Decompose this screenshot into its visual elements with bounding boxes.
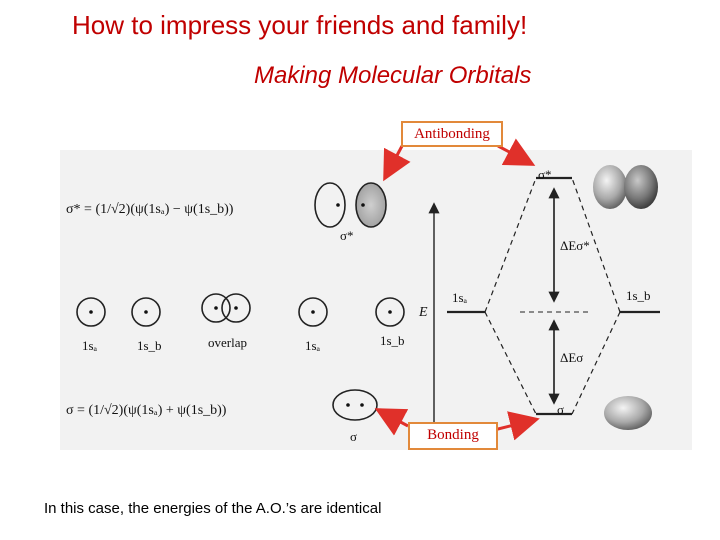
bonding-tag: Bonding <box>408 422 498 450</box>
antibonding-tag: Antibonding <box>401 121 503 147</box>
antibonding-arrow-right <box>497 138 536 166</box>
slide-title: How to impress your friends and family! <box>72 10 528 40</box>
diagram-1sa-label: 1sₐ <box>452 290 468 305</box>
atomic-orbitals-right <box>298 297 405 327</box>
sigma-star-orbital-label: σ* <box>340 228 354 243</box>
bonding-arrow-left <box>374 408 409 436</box>
ao-label-1sa: 1sₐ <box>82 338 98 353</box>
sigma-star-orbital <box>314 182 387 228</box>
slide-subtitle: Making Molecular Orbitals <box>254 62 532 89</box>
delta-e-star-label: ΔEσ* <box>560 238 590 253</box>
atomic-orbitals-overlap <box>201 293 251 323</box>
diagram-sigma-star-label: σ* <box>538 167 552 182</box>
sigma-star-equation: σ* = (1/√2)(ψ(1sₐ) − ψ(1s_b)) <box>66 202 234 217</box>
sigma-orbital-label: σ <box>350 429 357 444</box>
atomic-orbitals-separated <box>76 297 161 327</box>
diagram-1sb-label: 1s_b <box>626 288 651 303</box>
ao-label-1sb: 1s_b <box>137 338 162 353</box>
antibonding-arrow-left <box>383 145 411 182</box>
ao-label-1sa-right: 1sₐ <box>305 338 321 353</box>
mo-energy-levels <box>447 176 660 416</box>
delta-e-label: ΔEσ <box>560 350 583 365</box>
bonding-arrow-right <box>493 411 540 441</box>
slide-caption: In this case, the energies of the A.O.’s… <box>44 500 382 517</box>
diagram-sigma-label: σ <box>557 402 564 417</box>
ao-label-1sb-right: 1s_b <box>380 333 405 348</box>
overlap-label: overlap <box>208 335 247 350</box>
sigma-equation: σ = (1/√2)(ψ(1sₐ) + ψ(1s_b)) <box>66 403 227 418</box>
sigma-orbital <box>332 389 378 421</box>
bonding-orbital-render <box>604 396 652 430</box>
energy-axis-label: E <box>418 305 428 320</box>
antibonding-orbital-render <box>593 165 658 209</box>
